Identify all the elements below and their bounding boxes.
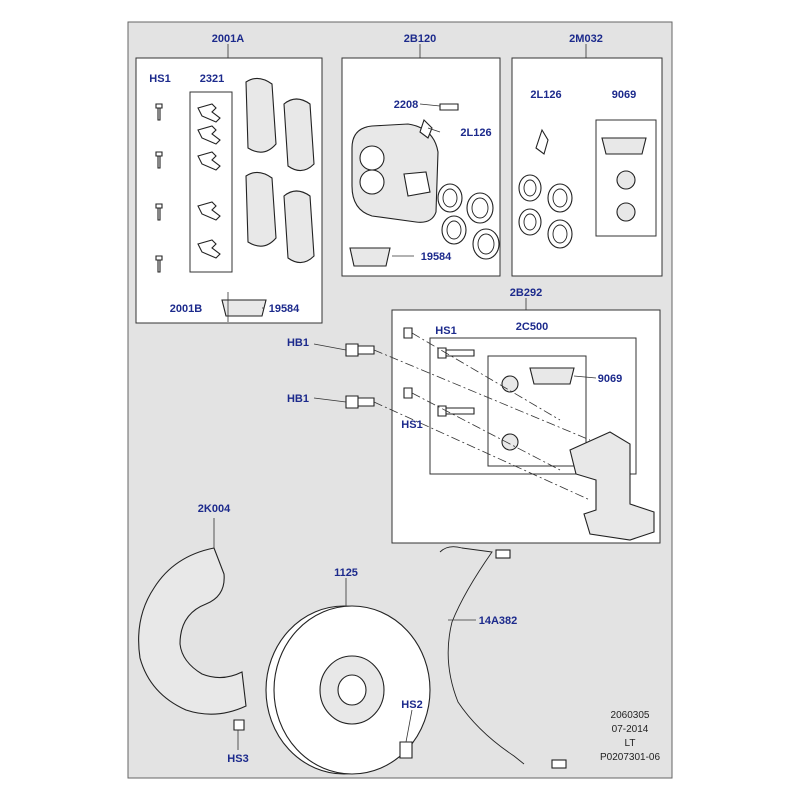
grease-sachet-icon <box>601 137 647 155</box>
carrier-bracket-icon <box>569 431 655 541</box>
bolt-icon <box>155 103 163 273</box>
pad-kit-panel <box>135 57 323 324</box>
label-caliper-repair: 2M032 <box>569 33 603 45</box>
label-bolt: HS1 <box>149 73 170 85</box>
label-pad-kit-front: 2001A <box>212 33 244 45</box>
guide-pin-icon <box>403 327 475 417</box>
grease-sachet-icon <box>349 247 391 267</box>
sensor-tip-icon <box>551 759 567 769</box>
clip-icon <box>197 103 221 259</box>
label-hb1-upper: HB1 <box>287 337 309 349</box>
carrier-bolt-icon <box>345 343 375 409</box>
label-bleeder-cap-2: 2L126 <box>530 89 561 101</box>
alignment-lines <box>373 332 591 501</box>
bleeder-icon <box>439 103 459 111</box>
label-grease: 19584 <box>421 251 452 263</box>
clip-set-box <box>189 91 233 273</box>
caliper-repair-panel <box>511 57 663 277</box>
label-hb1-lower: HB1 <box>287 393 309 405</box>
label-grease-3: 9069 <box>598 373 622 385</box>
seal-icon <box>518 174 573 249</box>
label-hs1-carrier: HS1 <box>435 325 456 337</box>
piston-seal-icon <box>437 183 500 260</box>
label-hs3: HS3 <box>227 753 248 765</box>
footer-code: 2060305 <box>611 710 650 721</box>
label-disc: 1125 <box>334 567 358 579</box>
label-bleeder-cap: 2L126 <box>460 127 491 139</box>
sensor-plug-icon <box>495 549 511 559</box>
footer-region: LT <box>625 738 636 749</box>
caliper-icon <box>351 123 439 223</box>
label-bleeder: 2208 <box>394 99 418 111</box>
disc-screw-icon <box>399 741 413 759</box>
label-sensor: 14A382 <box>479 615 518 627</box>
label-hs1-carrier-lower: HS1 <box>401 419 422 431</box>
label-clip-set: 2321 <box>200 73 224 85</box>
label-carrier-kit: 2B292 <box>510 287 542 299</box>
shield-bolt-icon <box>233 719 245 731</box>
label-guide-pin-kit: 2C500 <box>516 321 548 333</box>
leader-lines <box>213 44 597 750</box>
dust-shield-icon <box>138 547 247 715</box>
boot-icon <box>616 170 636 222</box>
bleeder-cap-icon <box>419 118 433 139</box>
label-caliper: 2B120 <box>404 33 436 45</box>
grease-set-box <box>595 119 657 237</box>
brake-pad-icon <box>245 77 315 264</box>
footer-date: 07-2014 <box>612 724 649 735</box>
label-grease-2: 19584 <box>269 303 300 315</box>
grease-sachet-icon <box>529 367 575 385</box>
bleeder-cap-icon <box>535 128 549 155</box>
label-shield: 2K004 <box>198 503 231 515</box>
label-hs2: HS2 <box>401 699 422 711</box>
footer-ref: P0207301-06 <box>600 752 660 763</box>
wear-sensor-icon <box>439 546 525 765</box>
grease-sachet-icon <box>221 299 267 317</box>
brake-disc-icon <box>265 605 431 775</box>
label-grease-set: 9069 <box>612 89 636 101</box>
label-pad-kit-rear: 2001B <box>170 303 202 315</box>
grease-box <box>487 355 587 467</box>
